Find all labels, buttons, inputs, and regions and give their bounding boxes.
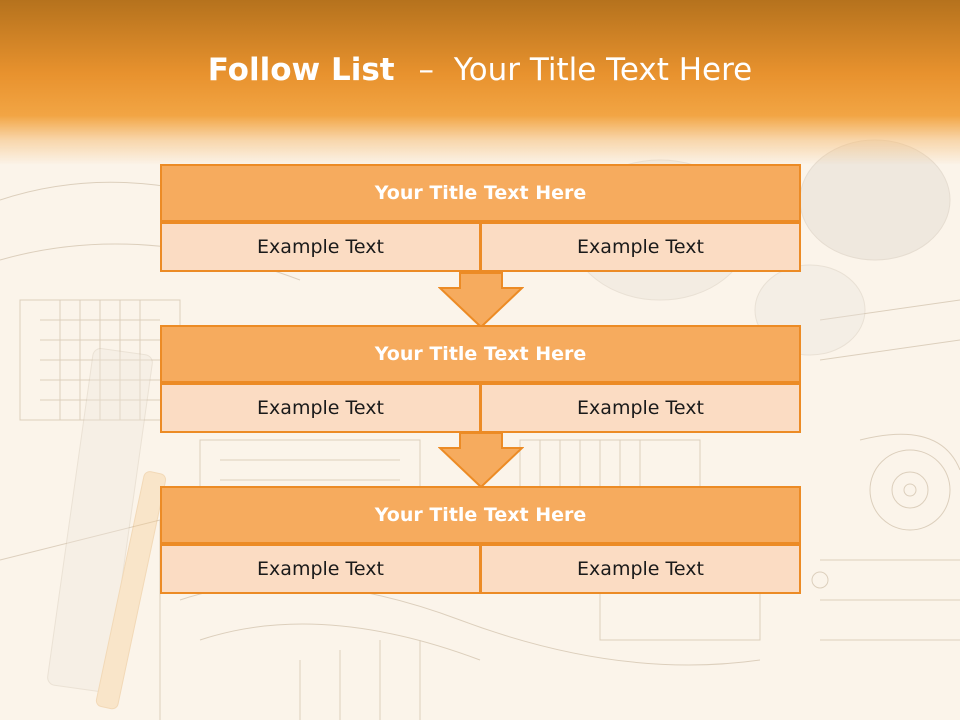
slide-title: Follow List – Your Title Text Here: [0, 52, 960, 88]
block-left-cell: Example Text: [160, 383, 481, 433]
block-left-cell: Example Text: [160, 544, 481, 594]
block-title: Your Title Text Here: [160, 486, 801, 544]
block-title: Your Title Text Here: [160, 325, 801, 383]
block-right-cell: Example Text: [480, 383, 801, 433]
block-right-cell: Example Text: [480, 222, 801, 272]
down-arrow-icon: [438, 272, 524, 328]
slide-title-dash: –: [418, 52, 434, 88]
block-left-cell: Example Text: [160, 222, 481, 272]
down-arrow-icon: [438, 432, 524, 488]
block-title: Your Title Text Here: [160, 164, 801, 222]
header-band: [0, 0, 960, 165]
slide-title-rest: Your Title Text Here: [453, 52, 753, 88]
slide-title-bold: Follow List: [207, 52, 395, 88]
block-right-cell: Example Text: [480, 544, 801, 594]
